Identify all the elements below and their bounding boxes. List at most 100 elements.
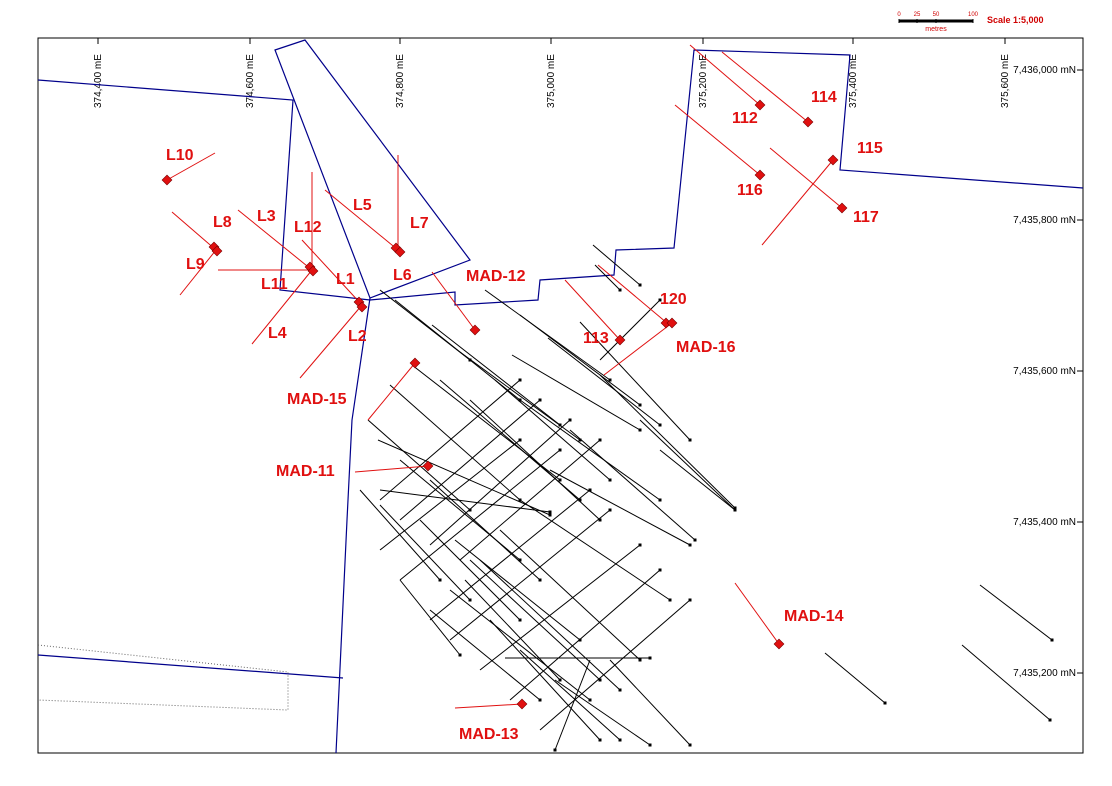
drilled-hole-trace [377, 439, 551, 516]
easting-label: 375,200 mE [698, 54, 709, 108]
drilled-hole-collar [608, 478, 612, 482]
drilled-hole-collar [638, 283, 642, 287]
drilled-hole-collar [518, 438, 522, 442]
drilled-hole-trace [594, 264, 621, 291]
tenement-boundary-west [335, 297, 371, 754]
hole-label-113: 113 [583, 330, 609, 347]
drilled-hole-collar [598, 438, 602, 442]
drilled-hole-collar [1050, 638, 1054, 642]
drilled-holes [359, 244, 1054, 752]
hole-label-mad-13: MAD-13 [459, 726, 519, 743]
hole-label-120: 120 [660, 291, 687, 308]
drilled-hole-collar [518, 618, 522, 622]
drilled-hole-collar [598, 738, 602, 742]
drilled-hole-collar [568, 418, 572, 422]
drilled-hole-trace [389, 384, 521, 501]
hole-label-117: 117 [853, 209, 879, 226]
drilled-hole-trace [519, 399, 661, 501]
drilled-hole-trace [399, 579, 461, 656]
planned-hole-collar [409, 357, 421, 369]
drilled-hole-trace [449, 589, 591, 701]
drilled-hole-trace [411, 364, 561, 481]
scale-tick-100: 100 [968, 12, 979, 18]
drilled-hole-trace [399, 399, 541, 521]
drilled-hole-collar [518, 378, 522, 382]
planned-hole-trace [689, 44, 761, 106]
drilled-hole-collar [638, 428, 642, 432]
drilled-hole-trace [519, 649, 621, 741]
drilled-hole-collar [598, 678, 602, 682]
drilled-hole-collar [638, 403, 642, 407]
drilled-hole-collar [538, 698, 542, 702]
map-frame [37, 37, 1084, 754]
hole-label-l1: L1 [336, 271, 355, 288]
grid-ticks [97, 38, 1083, 674]
planned-hole-trace [454, 703, 523, 709]
planned-hole-trace [431, 271, 476, 331]
planned-hole-trace [251, 269, 313, 345]
scale-tick-0: 0 [897, 12, 901, 18]
drilled-hole-trace [547, 337, 661, 426]
hole-label-l4: L4 [268, 325, 287, 342]
drilled-hole-trace [379, 504, 471, 601]
drilled-hole-collar [608, 508, 612, 512]
drilled-hole-trace [599, 374, 736, 509]
easting-label: 374,600 mE [245, 54, 256, 108]
drilled-hole-collar [548, 513, 552, 517]
tenement-boundaries [37, 39, 1084, 754]
planned-hole-collar [827, 154, 839, 166]
hole-label-l11: L11 [261, 276, 288, 293]
scale-tick-25: 25 [914, 12, 921, 18]
scale-tick-50: 50 [933, 12, 940, 18]
drilled-hole-trace [479, 559, 621, 691]
drilled-hole-collar [438, 578, 442, 582]
drilled-hole-collar [733, 506, 737, 510]
drilled-hole-trace [499, 529, 641, 661]
drilled-hole-collar [518, 558, 522, 562]
drilled-hole-trace [961, 644, 1051, 721]
hole-label-l8: L8 [213, 214, 232, 231]
drilled-hole-trace [609, 659, 691, 746]
planned-hole-collar [422, 460, 434, 472]
planned-hole-collar [469, 324, 481, 336]
drilled-hole-trace [454, 539, 581, 641]
planned-hole-trace [674, 104, 761, 176]
easting-label: 375,000 mE [546, 54, 557, 108]
drilled-hole-collar [618, 688, 622, 692]
hole-label-114: 114 [811, 89, 837, 106]
hole-label-l10: L10 [166, 147, 194, 164]
northing-label: 7,435,400 mN [1013, 517, 1076, 528]
planned-hole-trace [299, 304, 363, 379]
drilled-hole-collar [458, 653, 462, 657]
planned-hole-collar [356, 301, 368, 313]
planned-hole-collar [307, 265, 319, 277]
drilled-hole-trace [379, 489, 551, 513]
drilled-hole-trace [429, 419, 571, 546]
drilled-hole-collar [588, 488, 592, 492]
drilled-hole-trace [419, 519, 521, 621]
drilled-hole-trace [429, 489, 591, 621]
drilled-hole-collar [1048, 718, 1052, 722]
hole-label-116: 116 [737, 182, 763, 199]
hole-label-112: 112 [732, 110, 758, 127]
drilled-hole-collar [648, 656, 652, 660]
drilled-hole-collar [548, 510, 552, 514]
planned-hole-trace [301, 239, 363, 306]
planned-hole-collar [660, 317, 672, 329]
planned-hole-trace [564, 279, 621, 341]
drilled-hole-trace [367, 419, 471, 511]
drilled-hole-collar [688, 543, 692, 547]
scale-unit: metres [925, 26, 947, 33]
drilled-hole-trace [439, 379, 581, 501]
planned-hole-trace [603, 322, 673, 376]
drilled-hole-trace [449, 509, 611, 641]
scale-bar: 0 25 50 100 metres Scale 1:5,000 [897, 12, 1043, 33]
drilled-hole-collar [658, 423, 662, 427]
drilled-hole-collar [553, 748, 557, 752]
drilled-hole-trace [639, 419, 736, 511]
hole-label-mad-12: MAD-12 [466, 268, 526, 285]
hole-label-l7: L7 [410, 215, 429, 232]
drilled-hole-collar [518, 498, 522, 502]
drilled-hole-collar [598, 518, 602, 522]
easting-label: 374,800 mE [395, 54, 406, 108]
